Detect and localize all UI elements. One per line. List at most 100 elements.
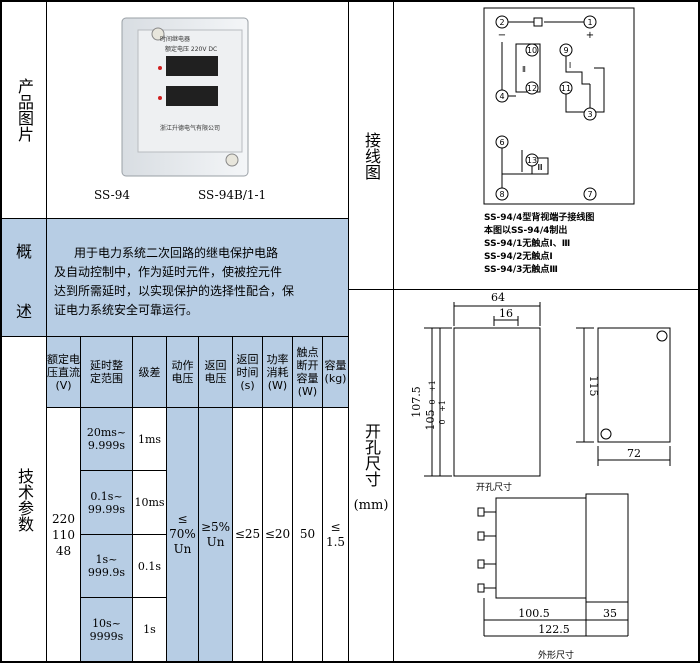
th-weight: 容量(kg): [324, 359, 347, 385]
tbl-v5: [232, 337, 233, 661]
tbl-v6: [262, 337, 263, 661]
overview-line: 达到所需延时，以实现保护的选择性配合，保: [54, 284, 295, 298]
contact-III: Ⅲ: [537, 163, 543, 172]
terminal-8: 8: [499, 190, 504, 199]
table-header-bg: [47, 337, 348, 407]
col-divider-2: [348, 0, 349, 663]
label-cutout: 开孔尺寸: [362, 423, 381, 487]
th-step: 级差: [138, 365, 161, 379]
td-range-1: 20ms~9.999s: [86, 426, 127, 452]
tbl-v7: [292, 337, 293, 661]
wiring-notes: SS-94/4型背视端子接线图 本图以SS-94/4制出 SS-94/1无触点Ⅰ…: [484, 212, 694, 277]
tbl-v8: [322, 337, 323, 661]
th-contact-capacity: 触点断开容量(W): [296, 346, 319, 398]
tbl-h3: [80, 597, 166, 598]
wiring-note: SS-94/4型背视端子接线图: [484, 213, 595, 223]
cutout-caption: 开孔尺寸: [476, 481, 512, 493]
minus-sign: −: [498, 30, 506, 41]
td-range-2: 0.1s~99.99s: [87, 489, 126, 516]
td-action-voltage: ≤70%Un: [169, 512, 196, 556]
terminal-7: 7: [587, 190, 592, 199]
terminal-13: 13: [527, 156, 537, 165]
dim-115: 115: [587, 376, 600, 397]
dim-105-tol-bot: 0: [438, 419, 447, 424]
outline-caption: 外形尺寸: [538, 649, 574, 661]
tbl-h-header: [47, 407, 348, 408]
overview-line: 证电力系统安全可靠运行。: [54, 303, 199, 317]
td-weight: ≤1.5: [325, 519, 346, 549]
tbl-h1: [80, 470, 166, 471]
terminal-4: 4: [499, 92, 504, 101]
caption-left: SS-94: [94, 188, 130, 202]
product-photo: [118, 12, 254, 182]
td-contact-capacity: 50: [299, 527, 316, 541]
td-step-1: 1ms: [137, 432, 162, 446]
td-return-time: ≤25: [234, 527, 261, 541]
terminal-6: 6: [499, 138, 504, 147]
border-left: [0, 0, 2, 663]
border-top: [0, 0, 700, 2]
terminal-2: 2: [499, 18, 504, 27]
dim-100: 100.5: [518, 607, 550, 620]
dim-107: 107.5: [410, 386, 423, 418]
td-step-3: 0.1s: [137, 559, 162, 573]
dim-72: 72: [627, 447, 641, 460]
th-rated-voltage: 额定电压直流(V): [47, 352, 80, 392]
dim-105-tol-top: +1: [438, 400, 447, 412]
device-maker: 浙江升德电气有限公司: [160, 125, 221, 132]
overview-bg: [47, 219, 348, 336]
row-divider-2: [0, 336, 348, 337]
th-delay-range: 延时整定范围: [90, 359, 123, 385]
tbl-h2: [80, 534, 166, 535]
dim-105: 105: [424, 410, 437, 431]
dim-107-tol-bot: 0: [428, 399, 437, 404]
td-power: ≤20: [264, 527, 291, 541]
td-step-2: 10ms: [134, 496, 165, 509]
plus-sign: +: [586, 30, 594, 41]
device-subtitle: 额定电压 220V DC: [165, 46, 218, 53]
contact-II: Ⅱ: [522, 65, 526, 74]
td-range-3: 1s~999.9s: [87, 553, 126, 579]
border-bottom: [0, 661, 700, 663]
dimension-drawing: 64 16 107.5 +1 0 105 +1 0 115 72 开孔尺寸 10…: [410, 291, 671, 661]
overview-text: 用于电力系统二次回路的继电保护电路 及自动控制中，作为延时元件，使被控元件 达到…: [54, 244, 344, 320]
wiring-note: SS-94/2无触点Ⅰ: [484, 252, 553, 262]
dim-35: 35: [603, 607, 617, 620]
label-wiring: 接线图: [362, 132, 381, 180]
td-step-4: 1s: [143, 623, 156, 636]
wiring-note: SS-94/1无触点Ⅰ、Ⅲ: [484, 239, 571, 249]
row-divider-right: [348, 289, 698, 290]
terminal-12: 12: [527, 84, 537, 93]
overview-label-bg: [2, 219, 46, 336]
border-right: [698, 0, 700, 663]
dim-107-tol-top: +1: [428, 380, 437, 392]
label-overview-1: 概: [15, 242, 32, 261]
terminal-3: 3: [587, 110, 592, 119]
th-return-voltage: 返回电压: [204, 359, 227, 385]
terminal-10: 10: [527, 46, 537, 55]
label-overview-2: 述: [15, 302, 32, 321]
label-product-image: 产品图片: [15, 78, 34, 142]
dim-16: 16: [499, 307, 513, 320]
wiring-note: SS-94/3无触点Ⅲ: [484, 265, 558, 275]
overview-line: 及自动控制中，作为延时元件，使被控元件: [54, 265, 283, 279]
th-return-time: 返回时间(s): [236, 352, 259, 392]
voltage-col-bg: [166, 407, 232, 661]
dim-122: 122.5: [538, 623, 570, 636]
tbl-v1: [80, 337, 81, 661]
caption-right: SS-94B/1-1: [198, 188, 267, 202]
terminal-1: 1: [587, 18, 592, 27]
th-power: 功率消耗(W): [266, 352, 289, 392]
wiring-note: 本图以SS-94/4制出: [484, 226, 568, 236]
col-divider-3: [393, 0, 394, 663]
tbl-v4: [198, 337, 199, 661]
dim-64: 64: [491, 291, 505, 304]
td-range-4: 10s~9999s: [89, 616, 124, 643]
row-divider-1: [0, 218, 348, 219]
wiring-diagram: 2 1 10 9 4 12 11 3 6 13 8 7 Ⅱ Ⅰ Ⅲ + −: [483, 7, 635, 205]
td-return-voltage: ≥5%Un: [200, 519, 231, 549]
terminal-9: 9: [563, 46, 568, 55]
label-cutout-unit: (mm): [353, 498, 389, 513]
device-title: 时间继电器: [160, 36, 191, 43]
